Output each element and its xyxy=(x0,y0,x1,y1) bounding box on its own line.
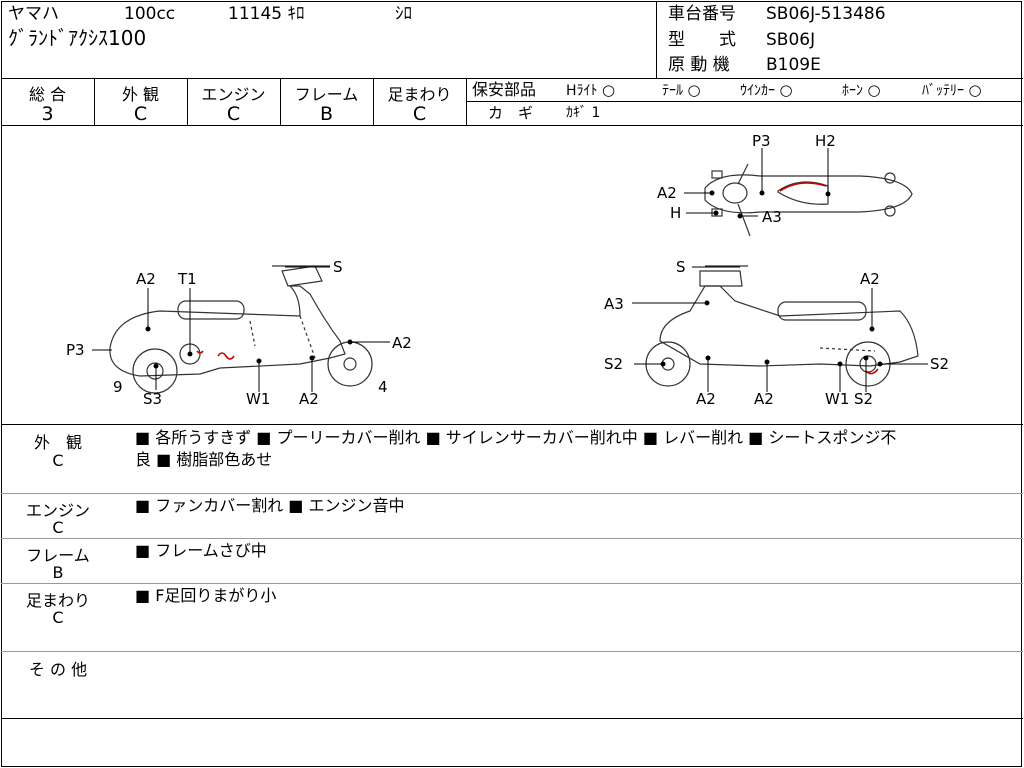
leader-lines xyxy=(92,148,928,392)
mileage: 11145 ｷﾛ xyxy=(228,4,305,24)
remark-frame-label: フレーム xyxy=(26,546,90,565)
damage-marks xyxy=(196,182,879,375)
diagram-bottom-line xyxy=(1,424,1023,425)
label-left-w1: W1 xyxy=(246,390,270,408)
remark-line-5 xyxy=(1,718,1023,719)
remark-other-label: そ の 他 xyxy=(28,660,88,679)
grade-value-exterior: C xyxy=(133,103,148,125)
label-right-a2-seat: A2 xyxy=(860,270,880,288)
grade-label-suspension: 足まわり xyxy=(387,85,452,104)
remark-line-4 xyxy=(1,651,1023,652)
remark-exterior-grade: C xyxy=(52,451,64,470)
remark-suspension-text: ■ F足回りまがり小 xyxy=(135,586,277,605)
label-top-a2: A2 xyxy=(657,184,677,202)
label-left-p3: P3 xyxy=(66,341,85,359)
safety-horn: ﾎｰﾝ ○ xyxy=(842,81,881,99)
remark-frame-grade: B xyxy=(52,563,64,582)
remark-exterior-text-2: 良 ■ 樹脂部色あせ xyxy=(135,450,273,469)
label-right-s2-rear: S2 xyxy=(930,355,949,373)
remark-engine-grade: C xyxy=(52,518,64,537)
remark-engine-label: エンジン xyxy=(25,501,90,520)
label-left-9: 9 xyxy=(113,378,123,396)
engine-label: 原 動 機 xyxy=(668,55,730,75)
label-right-a2-bottom-1: A2 xyxy=(696,390,716,408)
remark-frame-text: ■ フレームさび中 xyxy=(135,541,267,560)
label-left-s: S xyxy=(333,258,343,276)
remark-engine-text: ■ ファンカバー割れ ■ エンジン音中 xyxy=(135,496,405,515)
grade-col-1 xyxy=(94,78,95,125)
label-left-a2-front: A2 xyxy=(392,334,412,352)
label-right-w1: W1 xyxy=(825,390,849,408)
label-right-a2-bottom-2: A2 xyxy=(754,390,774,408)
frame-value: SB06J-513486 xyxy=(766,4,886,24)
diagram-label-group: A2 T1 S P3 A2 9 S3 W1 A2 4 S A2 A3 S2 S2… xyxy=(66,132,949,408)
model-name: ｸﾞﾗﾝﾄﾞｱｸｼｽ100 xyxy=(8,26,147,50)
remark-line-3 xyxy=(1,583,1023,584)
label-top-p3: P3 xyxy=(752,132,771,150)
remark-exterior-label: 外 観 xyxy=(33,433,82,452)
engine-value: B109E xyxy=(766,55,821,75)
grade-label-engine: エンジン xyxy=(201,85,266,104)
grade-col-5 xyxy=(466,78,467,125)
maker: ヤマハ xyxy=(8,4,59,24)
safety-battery: ﾊﾞｯﾃﾘｰ ○ xyxy=(922,81,982,99)
safety-winker-label: ｳｲﾝｶｰ xyxy=(740,83,775,99)
safety-headlight: Hﾗｲﾄ ○ xyxy=(566,81,616,99)
grade-label-line xyxy=(467,101,1022,102)
frame-label: 車台番号 xyxy=(668,4,736,24)
color: ｼﾛ xyxy=(395,4,412,24)
label-left-a2-bottom: A2 xyxy=(299,390,319,408)
type-value: SB06J xyxy=(766,30,816,50)
safety-horn-label: ﾎｰﾝ xyxy=(842,83,863,99)
safety-horn-mark: ○ xyxy=(867,81,881,99)
safety-label: 保安部品 xyxy=(472,80,537,99)
safety-battery-label: ﾊﾞｯﾃﾘｰ xyxy=(922,83,964,99)
grade-col-3 xyxy=(280,78,281,125)
safety-winker: ｳｲﾝｶｰ ○ xyxy=(740,81,793,99)
grade-col-2 xyxy=(187,78,188,125)
safety-tail-mark: ○ xyxy=(687,81,701,99)
grade-col-4 xyxy=(373,78,374,125)
label-right-s: S xyxy=(676,258,686,276)
safety-tail: ﾃｰﾙ ○ xyxy=(662,81,701,99)
safety-tail-label: ﾃｰﾙ xyxy=(662,83,683,99)
grade-value-engine: C xyxy=(226,103,241,125)
type-label: 型 式 xyxy=(668,30,736,50)
grade-label-exterior: 外 観 xyxy=(121,85,160,104)
label-left-t1: T1 xyxy=(177,270,197,288)
displacement: 100cc xyxy=(124,4,176,24)
label-top-h: H xyxy=(670,204,681,222)
remark-line-1 xyxy=(1,493,1023,494)
header-bottom-line xyxy=(1,78,1023,79)
grade-label-total: 総 合 xyxy=(28,85,67,104)
remark-exterior-text: ■ 各所うすきず ■ プーリーカバー削れ ■ サイレンサーカバー削れ中 ■ レバ… xyxy=(135,428,897,447)
remark-suspension-grade: C xyxy=(52,608,64,627)
remark-line-2 xyxy=(1,538,1023,539)
label-right-a3: A3 xyxy=(604,295,624,313)
remark-suspension-label: 足まわり xyxy=(25,591,90,610)
label-left-a2-seat: A2 xyxy=(136,270,156,288)
key-label: カ ギ xyxy=(488,104,534,122)
label-left-s3: S3 xyxy=(143,390,162,408)
grade-value-total: 3 xyxy=(41,103,54,125)
grade-label-frame: フレーム xyxy=(294,85,359,104)
grade-value-suspension: C xyxy=(412,103,427,125)
key-value: ｶｷﾞ 1 xyxy=(566,105,601,121)
safety-battery-mark: ○ xyxy=(968,81,982,99)
label-top-h2: H2 xyxy=(815,132,836,150)
label-right-s2-bottom: S2 xyxy=(854,390,873,408)
header-divider xyxy=(656,1,657,78)
label-top-a3: A3 xyxy=(762,208,782,226)
safety-headlight-mark: ○ xyxy=(601,81,616,99)
grade-value-frame: B xyxy=(319,103,334,125)
grade-row-bottom xyxy=(1,125,1023,126)
scooter-diagrams: A2 T1 S P3 A2 9 S3 W1 A2 4 S A2 A3 S2 S2… xyxy=(66,132,949,408)
label-left-4: 4 xyxy=(378,378,388,396)
scooter-top-view xyxy=(704,163,913,237)
label-right-s2-front: S2 xyxy=(604,355,623,373)
safety-winker-mark: ○ xyxy=(779,81,793,99)
safety-headlight-label: Hﾗｲﾄ xyxy=(566,83,598,99)
